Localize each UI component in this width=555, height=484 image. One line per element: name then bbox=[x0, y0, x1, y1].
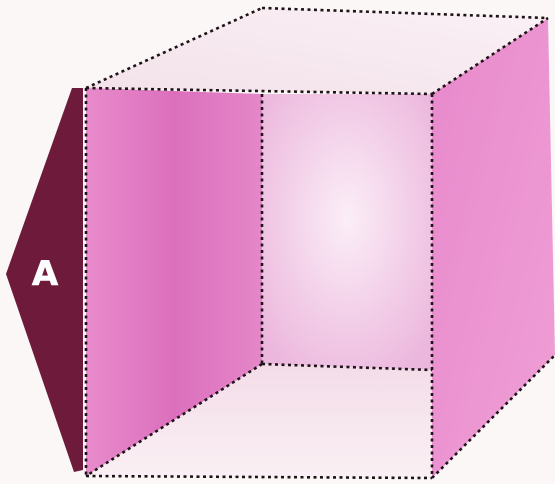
right-face bbox=[432, 18, 555, 478]
face-a-label: A bbox=[20, 252, 70, 296]
back-face bbox=[262, 94, 432, 370]
